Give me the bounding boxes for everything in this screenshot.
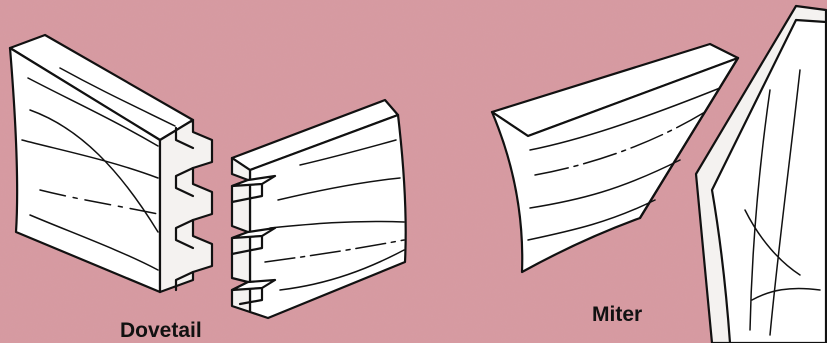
dovetail-label: Dovetail (120, 319, 202, 342)
miter-label: Miter (592, 303, 642, 326)
